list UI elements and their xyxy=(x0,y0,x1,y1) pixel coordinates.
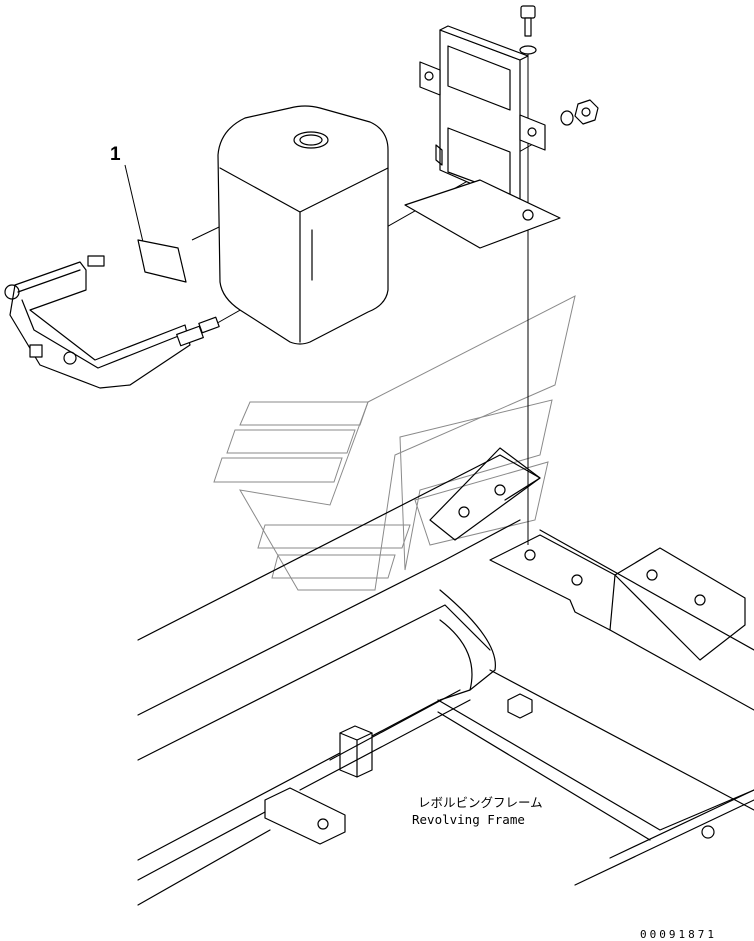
bolt-icon xyxy=(520,5,536,37)
bracket-icon xyxy=(404,25,561,249)
callout-1: 1 xyxy=(110,144,121,165)
doc-id: 00091871 xyxy=(640,928,717,941)
nut-icon xyxy=(574,99,599,125)
label-plate-icon xyxy=(137,239,187,283)
strap-band-icon xyxy=(4,255,220,389)
watermark-logo xyxy=(213,295,576,591)
frame-label-jp: レボルビングフレーム xyxy=(418,795,543,810)
washer-icon xyxy=(519,45,574,126)
tank-icon xyxy=(217,105,389,345)
frame-label-en: Revolving Frame xyxy=(412,812,525,827)
revolving-frame-icon xyxy=(137,447,754,906)
